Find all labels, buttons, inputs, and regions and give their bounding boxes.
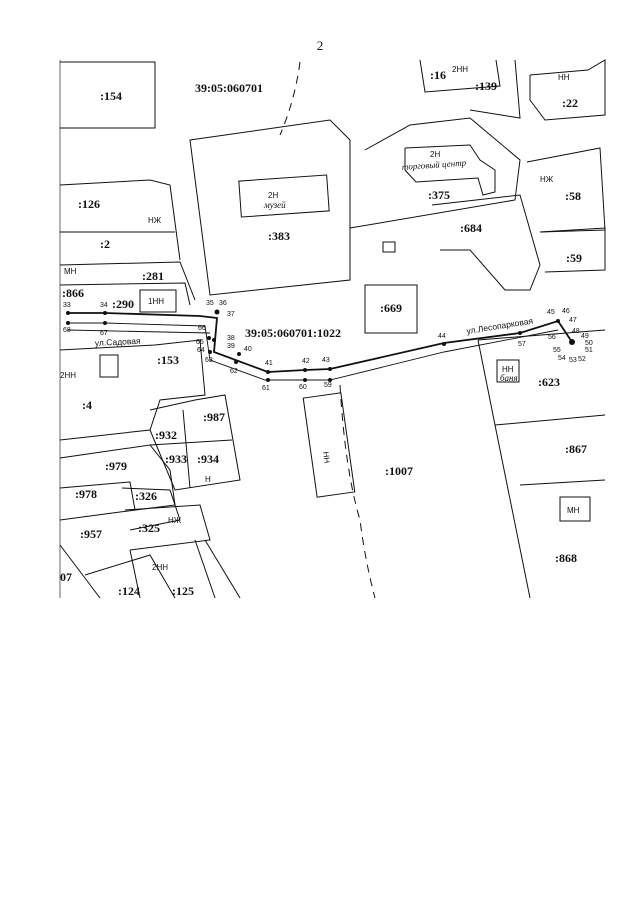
parcel-label: :325 <box>138 521 160 535</box>
point-label: 44 <box>438 333 446 340</box>
banya-floors-label: НН <box>502 365 514 374</box>
cadastral-block-label: 39:05:060701 <box>195 81 263 95</box>
parcel-label: :1007 <box>385 464 413 478</box>
parcel-label: :957 <box>80 527 102 541</box>
parcel-label: :868 <box>555 551 577 565</box>
building-1nn-label: 1НН <box>148 297 164 306</box>
page-number: 2 <box>316 38 324 53</box>
building-2nn-label: 2НН <box>452 65 468 74</box>
parcel-label: :16 <box>430 68 446 82</box>
parcel-label: :326 <box>135 489 157 503</box>
point-label: 42 <box>302 358 310 365</box>
point-label: 68 <box>63 327 71 334</box>
parcel-label: :623 <box>538 375 560 389</box>
parcel-label: :383 <box>268 229 290 243</box>
parcel-label: :4 <box>82 398 92 412</box>
point-label: 47 <box>569 317 577 324</box>
point-label: 39 <box>227 343 235 350</box>
point-label: 48 <box>572 328 580 335</box>
point-label: 67 <box>100 330 108 337</box>
point-label: 57 <box>518 341 526 348</box>
parcel-label: :153 <box>157 353 179 367</box>
parcel-label: :139 <box>475 79 497 93</box>
parcel-label: :867 <box>565 442 587 456</box>
parcel-id-label: 39:05:060701:1022 <box>245 326 341 340</box>
museum-label: музей <box>263 200 286 210</box>
parcel-label: :978 <box>75 487 97 501</box>
point-label: 64 <box>197 347 205 354</box>
point-label: 62 <box>230 368 238 375</box>
street-label-lesoparkovaya: ул.Лесопарковая <box>466 316 534 336</box>
point-label: 60 <box>299 384 307 391</box>
parcel-label: 07 <box>60 570 72 584</box>
building-nzh-label: НЖ <box>540 175 554 184</box>
parcel-label: :58 <box>565 189 581 203</box>
building-nn-label: НН <box>558 73 570 82</box>
point-label: 49 <box>581 333 589 340</box>
museum-floors-label: 2Н <box>268 191 278 200</box>
building-n-label: Н <box>205 475 211 484</box>
point-label: 55 <box>553 347 561 354</box>
parcel-label: :22 <box>562 96 578 110</box>
point-label: 46 <box>562 308 570 315</box>
parcel-label: :979 <box>105 459 127 473</box>
parcel-label: :932 <box>155 428 177 442</box>
building-nn-label: НН <box>321 451 332 464</box>
parcel-label: :290 <box>112 297 134 311</box>
building-2nn-label: 2НН <box>152 563 168 572</box>
building-mn-label: МН <box>567 506 580 515</box>
parcel-label: :2 <box>100 237 110 251</box>
point-label: 54 <box>558 355 566 362</box>
point-label: 41 <box>265 360 273 367</box>
point-label: 40 <box>244 346 252 353</box>
shop-floors-label: 2Н <box>430 150 440 159</box>
parcel-label: :375 <box>428 188 450 202</box>
building-nzh-label: НЖ <box>148 216 162 225</box>
point-label: 59 <box>324 382 332 389</box>
parcel-label: :125 <box>172 584 194 598</box>
point-label: 43 <box>322 357 330 364</box>
parcel-label: :124 <box>118 584 140 598</box>
parcel-label: :281 <box>142 269 164 283</box>
point-label: 45 <box>547 309 555 316</box>
parcel-label: :987 <box>203 410 225 424</box>
parcel-label: :933 <box>165 452 187 466</box>
parcel-label: :669 <box>380 301 402 315</box>
shopping-center-label: торговый центр <box>401 157 466 172</box>
point-label: 34 <box>100 302 108 309</box>
parcel-label: :154 <box>100 89 122 103</box>
point-label: 35 <box>206 300 214 307</box>
building-nzh-label: НЖ <box>168 516 182 525</box>
point-label: 56 <box>548 334 556 341</box>
parcel-label: :59 <box>566 251 582 265</box>
point-label: 37 <box>227 311 235 318</box>
street-label-sadovaya: ул.Садовая <box>95 336 142 348</box>
point-label: 33 <box>63 302 71 309</box>
banya-label: баня <box>500 373 518 383</box>
parcel-label: :866 <box>62 286 84 300</box>
building-mn-label: МН <box>64 267 77 276</box>
parcel-label: :684 <box>460 221 482 235</box>
building-2nn-label: 2НН <box>60 371 76 380</box>
point-label: 50 <box>585 340 593 347</box>
point-label: 61 <box>262 385 270 392</box>
parcel-label: :126 <box>78 197 100 211</box>
point-label: 36 <box>219 300 227 307</box>
point-label: 51 <box>585 347 593 354</box>
point-label: 66 <box>198 325 206 332</box>
point-label: 63 <box>205 357 213 364</box>
point-label: 52 <box>578 356 586 363</box>
point-label: 53 <box>569 357 577 364</box>
parcel-label: :934 <box>197 452 219 466</box>
point-label: 65 <box>196 339 204 346</box>
point-label: 38 <box>227 335 235 342</box>
